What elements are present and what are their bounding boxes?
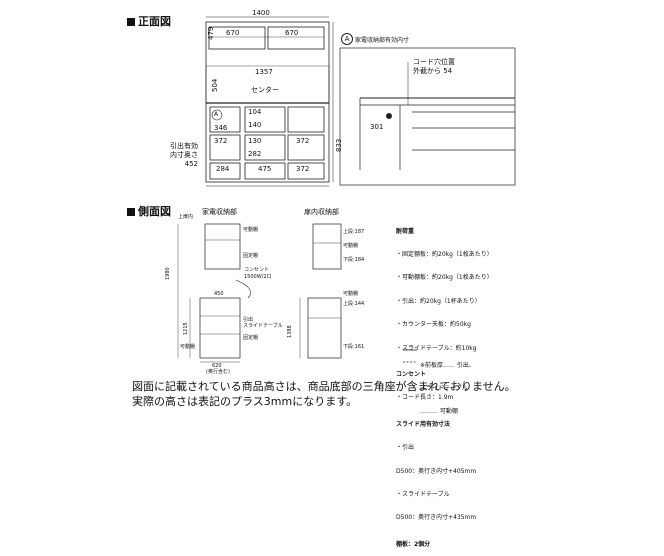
side-left-note-6: 引出 <box>243 317 254 323</box>
front-view-title: 正面図 <box>127 13 171 29</box>
side-left-note-5: 1500W/2口 <box>244 274 272 280</box>
drawer-depth-note: 引出有効 内寸奥さ 452 <box>170 142 198 168</box>
side-depth-note: (奥行含む) <box>206 369 230 375</box>
lower-dim-2: 140 <box>248 121 262 129</box>
load-item: ・カウンター天板：約50kg <box>396 321 471 329</box>
side-right-note-1: 上段:187 <box>343 229 365 235</box>
load-item: ・固定棚板：約20kg（1枚あたり） <box>396 250 493 258</box>
outlet-item: ・コード長さ：1.9m <box>396 394 454 402</box>
side-lower-height-dim: 1215 <box>183 322 189 335</box>
side-view-title: 側面図 <box>127 203 171 219</box>
cabinet-outline <box>205 21 330 183</box>
detail-dim: 301 <box>370 123 384 131</box>
side-upper-right <box>312 223 342 270</box>
slide-item: ・引出 <box>396 444 415 452</box>
lower-height-dim: 833 <box>335 138 343 152</box>
side-right-note-5: 下段:161 <box>343 344 365 350</box>
detail-title: 家電収納部有効内寸 <box>355 37 410 44</box>
square-bullet-icon <box>127 208 135 216</box>
center-label: センター <box>251 86 279 94</box>
side-right-note-6: 可動棚 <box>343 291 359 297</box>
side-lower-right <box>307 297 342 359</box>
side-depth-620: 620 <box>212 363 222 369</box>
shelf-title: 棚板：2個分 <box>396 540 431 548</box>
side-depth-450: 450 <box>214 291 224 297</box>
side-height-dim: 1980 <box>165 267 171 280</box>
side-upper-left <box>204 223 241 270</box>
load-item: ・スライドテーブル：約10kg <box>396 344 477 352</box>
left-height-dim: 372 <box>214 137 228 145</box>
right-height-dim: 372 <box>296 137 310 145</box>
left-width-dim: 346 <box>214 124 228 132</box>
cord-hole-marker <box>386 113 392 119</box>
upper-right-dim: 670 <box>285 29 299 37</box>
side-left-note-9: 可動棚 <box>180 344 196 350</box>
upper-height-dim: 479 <box>207 26 215 40</box>
upper-door-left <box>208 26 266 50</box>
detail-box <box>339 47 516 186</box>
appliance-storage-label: 家電収納部 <box>202 208 237 216</box>
side-right-note-4: 上段:144 <box>343 301 365 307</box>
load-title: 耐荷重 <box>396 227 415 235</box>
caption-line-1: 図面に記載されている商品高さは、商品底部の三角座が含まれておりません。 <box>132 380 516 393</box>
detail-a-badge: A <box>341 33 353 45</box>
footer-caption: 図面に記載されている商品高さは、商品底部の三角座が含まれておりません。 実際の高… <box>132 380 516 410</box>
lower-dim-3: 130 <box>248 137 262 145</box>
side-right-height-dim: 1388 <box>287 325 293 338</box>
outlet-title: コンセント <box>396 370 427 378</box>
lower-dim-1: 104 <box>248 108 262 116</box>
side-right-note-2: 下段:184 <box>343 257 365 263</box>
slide-item: D500：奥行き内寸+435mm <box>396 514 477 522</box>
bottom-dim-1: 284 <box>216 165 230 173</box>
upper-left-dim: 670 <box>226 29 240 37</box>
slide-item: D500：奥行き内寸+405mm <box>396 467 477 475</box>
square-bullet-icon <box>127 18 135 26</box>
upper-door-right <box>267 26 325 50</box>
front-view-drawing <box>177 16 516 363</box>
bottom-dim-3: 372 <box>296 165 310 173</box>
width-total-dim: 1400 <box>252 9 270 17</box>
cord-position-label: コード穴位置 外截から 54 <box>413 58 455 76</box>
callout-a-label: A <box>214 111 219 118</box>
side-left-note-1: 上扉内 <box>178 214 194 220</box>
side-left-note-8: 固定棚 <box>243 335 259 341</box>
caption-line-2: 実際の高さは表記のプラス3mmになります。 <box>132 394 358 408</box>
side-right-note-3: 可動棚 <box>343 243 359 249</box>
side-left-note-4: コンセント <box>244 267 270 273</box>
side-left-note-2: 可動棚 <box>243 227 259 233</box>
load-item: ・引出：約20kg（1杯あたり） <box>396 297 481 305</box>
inner-width-dim: 1357 <box>255 68 273 76</box>
side-left-note-3: 固定棚 <box>243 253 259 259</box>
lower-dim-4: 282 <box>248 150 262 158</box>
bottom-dim-2: 475 <box>258 165 272 173</box>
mid-height-dim: 504 <box>211 78 219 92</box>
load-item: ・可動棚板：約20kg（1枚あたり） <box>396 274 493 282</box>
door-storage-label: 扉内収納部 <box>304 208 339 216</box>
side-lower-left <box>199 297 241 359</box>
slide-item: ・スライドテーブル <box>396 490 450 498</box>
side-left-note-7: スライドテーブル <box>243 323 283 329</box>
